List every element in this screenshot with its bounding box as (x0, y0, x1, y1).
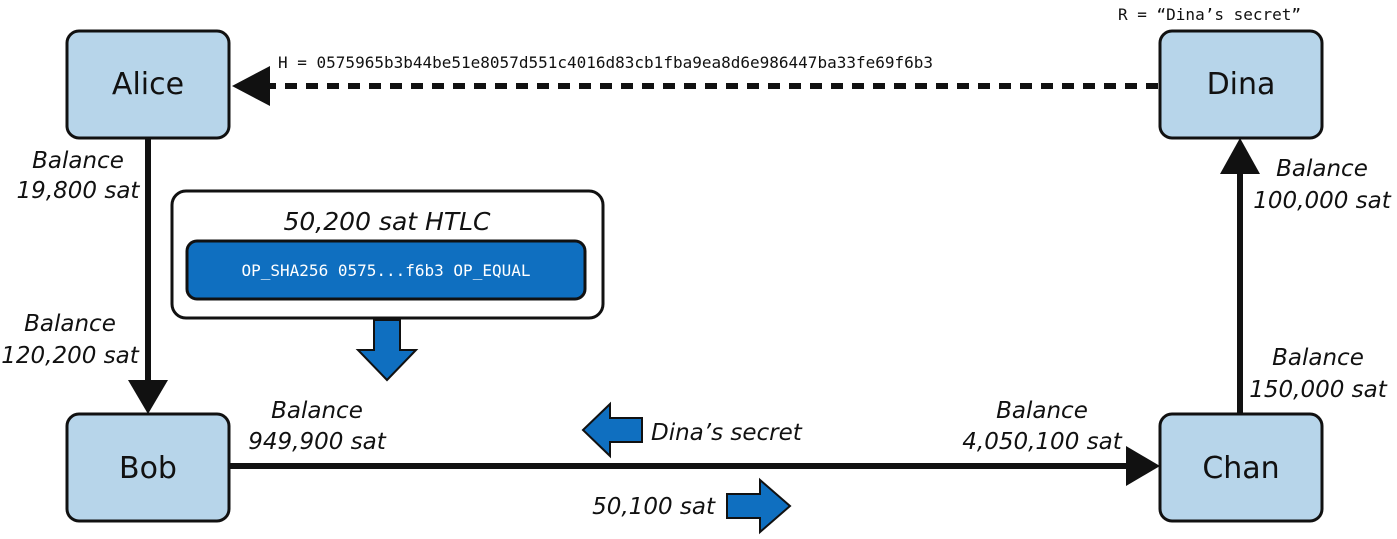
left-arrow-icon (581, 401, 643, 459)
balance-alice-side: Balance 19,800 sat (17, 148, 141, 204)
node-bob-label: Bob (119, 451, 177, 486)
balance-dina-side-value: 100,000 sat (1253, 188, 1391, 214)
htlc-box: 50,200 sat HTLC OP_SHA256 0575...f6b3 OP… (170, 189, 605, 320)
alice-bob-arrowhead (128, 380, 168, 414)
htlc-script: OP_SHA256 0575...f6b3 OP_EQUAL (242, 261, 531, 280)
htlc-title: 50,200 sat HTLC (284, 207, 492, 236)
balance-chan-side-top: Balance 150,000 sat (1249, 345, 1387, 403)
balance-chan-side-top-label: Balance (1272, 345, 1364, 371)
balance-bob-side-right-label: Balance (271, 398, 363, 424)
balance-chan-side-top-value: 150,000 sat (1249, 377, 1387, 403)
balance-bob-side-top-label: Balance (24, 311, 116, 337)
node-dina-label: Dina (1207, 67, 1276, 102)
balance-alice-side-label: Balance (32, 148, 124, 174)
balance-bob-side-right-value: 949,900 sat (248, 429, 386, 455)
chan-dina-arrowhead (1220, 138, 1260, 174)
balance-chan-side-left: Balance 4,050,100 sat (962, 398, 1122, 455)
node-bob: Bob (65, 412, 231, 523)
node-chan-label: Chan (1202, 451, 1279, 486)
bob-chan-arrowhead (1126, 446, 1160, 486)
balance-bob-side-top: Balance 120,200 sat (1, 311, 139, 369)
down-arrow-icon (355, 319, 419, 382)
balance-bob-side-right: Balance 949,900 sat (248, 398, 386, 455)
node-alice: Alice (65, 29, 231, 140)
htlc-script-box (185, 239, 587, 301)
hash-label: H = 0575965b3b44be51e8057d551c4016d83cb1… (278, 53, 933, 72)
right-arrow-icon (726, 477, 792, 535)
balance-bob-side-top-value: 120,200 sat (1, 343, 139, 369)
secret-label: R = “Dina’s secret” (1118, 5, 1301, 24)
node-chan: Chan (1158, 412, 1324, 523)
balance-dina-side: Balance 100,000 sat (1253, 156, 1391, 214)
balance-chan-side-left-value: 4,050,100 sat (962, 429, 1122, 455)
secret-flow-label: Dina’s secret (651, 420, 803, 446)
balance-dina-side-label: Balance (1276, 156, 1368, 182)
node-dina: Dina (1158, 29, 1324, 140)
balance-alice-side-value: 19,800 sat (17, 178, 141, 204)
payment-flow-label: 50,100 sat (592, 494, 716, 520)
hash-arrowhead (232, 66, 270, 106)
node-alice-label: Alice (112, 67, 184, 102)
balance-chan-side-left-label: Balance (996, 398, 1088, 424)
